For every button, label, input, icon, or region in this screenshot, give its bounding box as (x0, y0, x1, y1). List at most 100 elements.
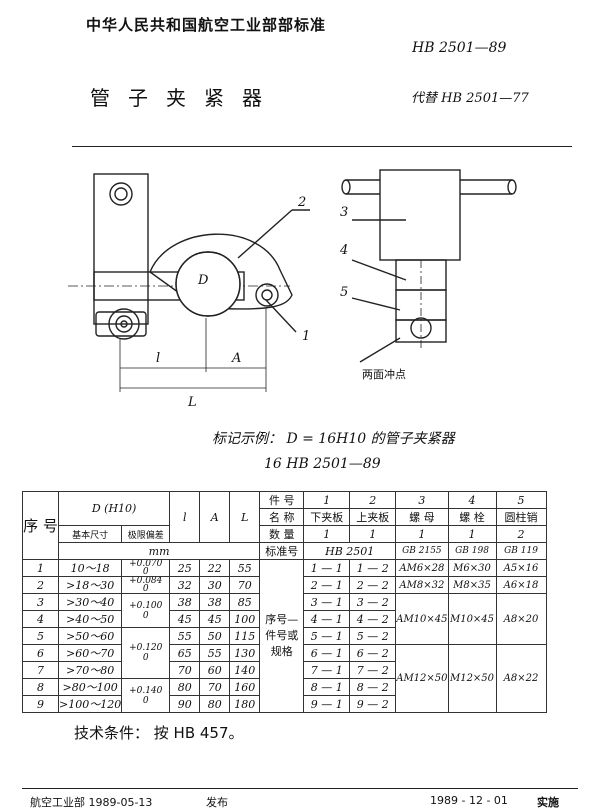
row-D: >70～80 (57, 661, 123, 679)
row-l: 90 (169, 695, 201, 713)
row-p2: 9 — 2 (349, 695, 397, 713)
header-D-dev: 极限偏差 (121, 525, 171, 543)
lower-clamp-arm (93, 173, 149, 325)
std-nut: GB 2155 (395, 542, 449, 560)
marking-example-line1: 标记示例： D = 16H10 的管子夹紧器 (212, 431, 455, 447)
row-dev: +0.070 0 (121, 559, 171, 577)
row-l: 25 (169, 559, 201, 577)
label-part-4: 4 (339, 243, 348, 258)
row-p2: 3 — 2 (349, 593, 397, 611)
table-row: 5 >50～60 +0.120 0 55 50 115 5 — 1 5 — 2 (22, 627, 547, 679)
row-p1: 1 — 1 (303, 559, 351, 577)
footer-released: 发布 (206, 796, 228, 809)
part-name-5: 圆柱销 (495, 508, 547, 526)
row-seq: 3 (22, 593, 59, 611)
row-p1: 6 — 1 (303, 644, 351, 662)
header-D-basic: 基本尺寸 (57, 525, 123, 543)
qty-2: 1 (349, 525, 397, 543)
part-name-1: 下夹板 (303, 508, 351, 526)
row-A: 55 (199, 644, 231, 662)
label-diameter: D (197, 273, 209, 288)
row-nut: AM12×50 (395, 644, 449, 713)
table-row: 2 >18～30 +0.084 0 32 30 70 2 — 1 2 — 2 A… (22, 576, 547, 594)
row-seq: 2 (22, 576, 59, 594)
header-unit: mm (57, 542, 261, 560)
row-p1: 3 — 1 (303, 593, 351, 611)
row-L: 160 (229, 678, 261, 696)
row-p1: 7 — 1 (303, 661, 351, 679)
table-row: 1 10～18 +0.070 0 25 22 55 序号—件号或规格 1 — 1… (22, 559, 547, 713)
part-no-3: 3 (395, 491, 449, 509)
std-bolt: GB 198 (447, 542, 497, 560)
header-A: A (199, 491, 231, 543)
table-row: 7 >70～80 70 60 140 7 — 1 7 — 2 (22, 661, 547, 679)
label-dim-L: L (187, 395, 197, 410)
marking-example-line2: 16 HB 2501—89 (264, 456, 381, 472)
replaces-standard: 代替 HB 2501—77 (411, 91, 529, 106)
row-L: 70 (229, 576, 261, 594)
row-bolt: M10×45 (447, 593, 497, 645)
row-A: 70 (199, 678, 231, 696)
row-p2: 7 — 2 (349, 661, 397, 679)
row-dev: +0.120 0 (121, 627, 171, 679)
table-row: 4 >40～50 45 45 100 4 — 1 4 — 2 (22, 610, 547, 628)
footer-issuer: 航空工业部 1989-05-13 (30, 796, 153, 809)
row-p1: 9 — 1 (303, 695, 351, 713)
std-pin: GB 119 (495, 542, 547, 560)
row-A: 22 (199, 559, 231, 577)
row-l: 32 (169, 576, 201, 594)
header-name: 名 称 (259, 508, 305, 526)
row-p2: 8 — 2 (349, 678, 397, 696)
header-D: D (H10) (57, 491, 171, 526)
part-name-2: 上夹板 (349, 508, 397, 526)
row-p2: 2 — 2 (349, 576, 397, 594)
header-rule (72, 146, 572, 147)
qty-1: 1 (303, 525, 351, 543)
qty-4: 1 (447, 525, 497, 543)
row-A: 50 (199, 627, 231, 645)
part-name-3: 螺 母 (395, 508, 449, 526)
row-nut: AM8×32 (395, 576, 449, 594)
row-dev: +0.100 0 (121, 593, 171, 628)
row-A: 38 (199, 593, 231, 611)
label-part-1: 1 (302, 329, 310, 344)
row-pin: A8×20 (495, 593, 547, 645)
row-L: 180 (229, 695, 261, 713)
label-dim-A: A (231, 351, 241, 366)
header-qty: 数 量 (259, 525, 305, 543)
footer-rule (22, 788, 578, 789)
header-l: l (169, 491, 201, 543)
upper-clamp-body (149, 233, 293, 310)
technical-drawing: 2 D 1 l A L 3 4 5 两面冲点 (68, 169, 517, 410)
row-p2: 5 — 2 (349, 627, 397, 645)
spec-table: 序 号 D (H10) l A L 件 号 1 2 3 4 5 名 称 下夹板 … (22, 491, 547, 713)
row-l: 80 (169, 678, 201, 696)
row-D: >50～60 (57, 627, 123, 645)
footer-implemented: 实施 (537, 796, 559, 809)
row-L: 140 (229, 661, 261, 679)
row-pin: A5×16 (495, 559, 547, 577)
row-bolt: M8×35 (447, 576, 497, 594)
label-part-5: 5 (340, 285, 348, 300)
row-A: 60 (199, 661, 231, 679)
row-D: >60～70 (57, 644, 123, 662)
side-view-bolt-head (379, 169, 461, 261)
row-p2: 1 — 2 (349, 559, 397, 577)
row-p1: 5 — 1 (303, 627, 351, 645)
row-dev: +0.140 0 (121, 678, 171, 713)
header-L: L (229, 491, 261, 543)
qty-3: 1 (395, 525, 449, 543)
table-row: 8 >80～100 +0.140 0 80 70 160 8 — 1 8 — 2 (22, 678, 547, 713)
issuing-organization: 中华人民共和国航空工业部部标准 (86, 16, 327, 34)
label-punch-both-sides: 两面冲点 (362, 367, 406, 381)
row-l: 45 (169, 610, 201, 628)
header-std: 标准号 (259, 542, 305, 560)
row-l: 70 (169, 661, 201, 679)
label-part-2: 2 (297, 195, 306, 210)
header-spec: 序号—件号或规格 (259, 559, 305, 713)
part-no-2: 2 (349, 491, 397, 509)
label-dim-l: l (156, 351, 160, 366)
row-seq: 5 (22, 627, 59, 645)
standard-number: HB 2501—89 (412, 40, 507, 56)
row-nut: AM6×28 (395, 559, 449, 577)
